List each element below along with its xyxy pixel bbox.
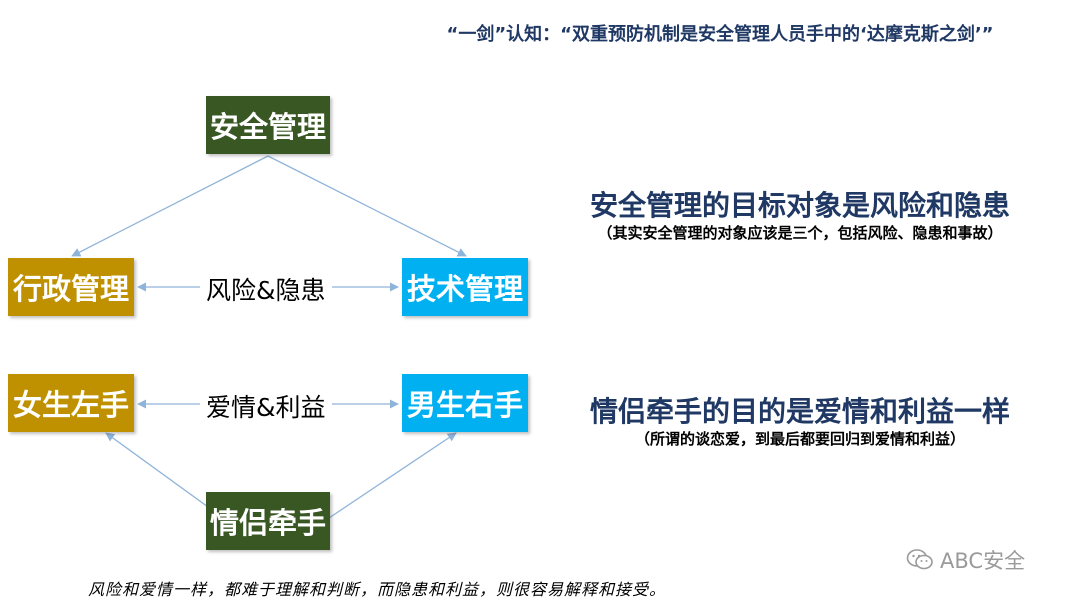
arrow-top-to-left <box>71 155 269 257</box>
watermark: ABC安全 <box>906 545 1025 575</box>
arrow-top-to-right <box>267 155 467 257</box>
footer-handwritten-note: 风险和爱情一样，都难于理解和判断，而隐患和利益，则很容易解释和接受。 <box>88 580 667 599</box>
label-love-benefit: 爱情&利益 <box>200 388 332 424</box>
page-title: “一剑”认知：“双重预防机制是安全管理人员手中的‘达摩克斯之剑’” <box>446 24 994 45</box>
box-technical-management: 技术管理 <box>402 258 528 316</box>
note-safety-goal: （其实安全管理的对象应该是三个，包括风险、隐患和事故） <box>597 224 1003 242</box>
box-boy-right-hand: 男生右手 <box>402 374 528 432</box>
statement-safety-goal: 安全管理的目标对象是风险和隐患 <box>589 189 1010 222</box>
label-risk-hazard: 风险&隐患 <box>200 271 332 307</box>
note-couple-goal: （所谓的谈恋爱，到最后都要回归到爱情和利益） <box>634 430 965 448</box>
box-safety-management: 安全管理 <box>206 96 330 154</box>
wechat-icon <box>906 549 933 570</box>
arrow-bottom-to-right <box>325 432 457 521</box>
box-couple-holding-hands: 情侣牵手 <box>206 492 330 550</box>
watermark-text: ABC安全 <box>940 549 1026 573</box>
box-administrative-management: 行政管理 <box>8 258 134 316</box>
box-girl-left-hand: 女生左手 <box>8 374 134 432</box>
statement-couple-goal: 情侣牵手的目的是爱情和利益一样 <box>589 395 1010 428</box>
